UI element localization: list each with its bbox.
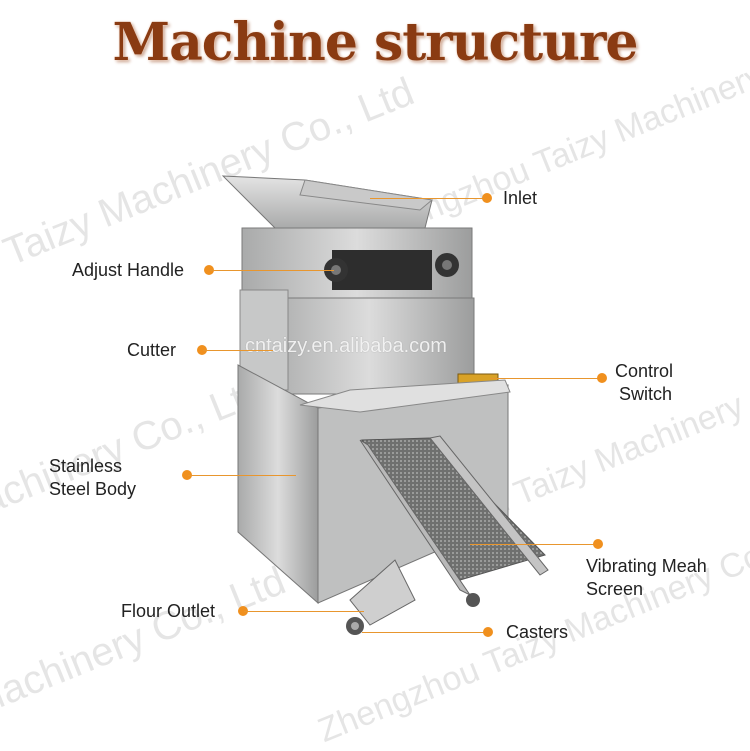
callout-dot [593, 539, 603, 549]
callout-line [470, 544, 596, 545]
label-vibrating-screen: Screen [586, 579, 644, 599]
callout-line [244, 611, 364, 612]
page-title: Machine structure [112, 12, 639, 73]
callout-dot [238, 606, 248, 616]
callout-dot [204, 265, 214, 275]
callout-dot [483, 627, 493, 637]
label-vibrating-screen: Vibrating Meah [586, 556, 707, 576]
callout-dot [597, 373, 607, 383]
label-cutter: Cutter [127, 340, 177, 360]
callout-dot [482, 193, 492, 203]
callout-line [362, 632, 486, 633]
label-adjust-handle: Adjust Handle [72, 260, 185, 280]
site-watermark: cntaizy.en.alibaba.com [245, 335, 447, 357]
label-casters: Casters [506, 622, 569, 642]
callout-dot [197, 345, 207, 355]
callout-line [210, 270, 334, 271]
callout-line [203, 350, 273, 351]
label-inlet: Inlet [503, 188, 538, 208]
callout-line [370, 198, 486, 199]
label-flour-outlet: Flour Outlet [121, 601, 216, 621]
label-control-switch: Switch [619, 384, 673, 404]
label-control-switch: Control [615, 361, 674, 381]
callout-dot [182, 470, 192, 480]
callout-line [188, 475, 296, 476]
callout-line [490, 378, 600, 379]
label-stainless-steel-body: Stainless [49, 456, 123, 476]
label-stainless-steel-body: Steel Body [49, 479, 137, 499]
